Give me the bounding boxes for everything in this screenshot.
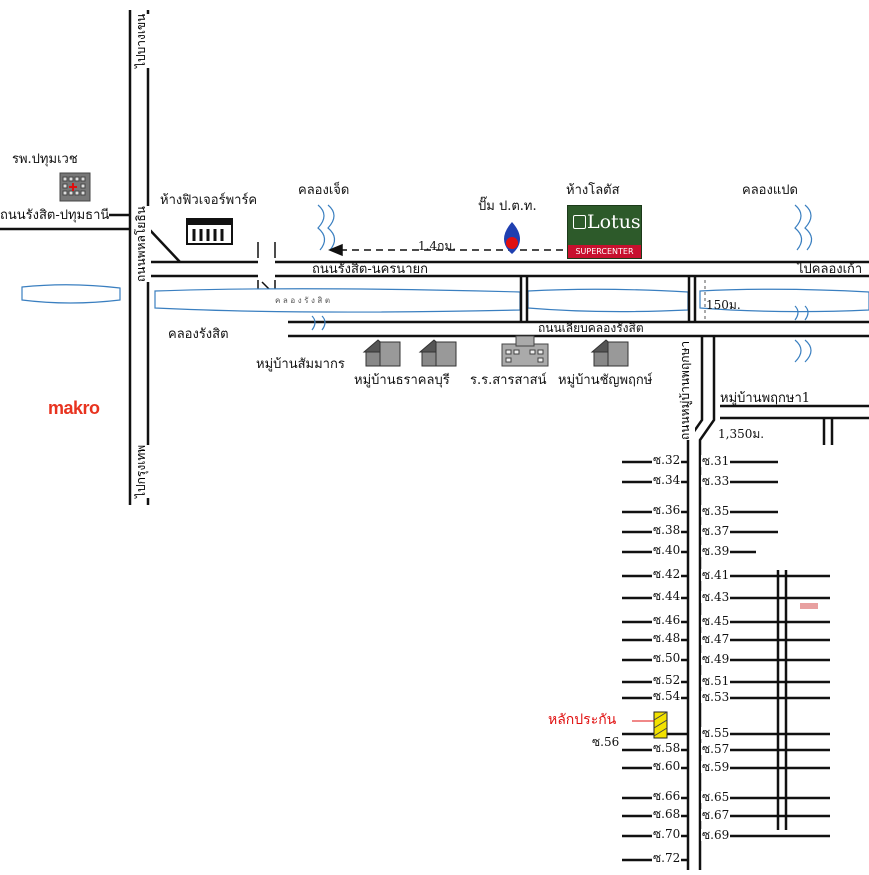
soi-label-right: ซ.33 bbox=[701, 474, 731, 488]
phruksa1-road bbox=[720, 404, 869, 445]
hospital-icon bbox=[59, 172, 91, 202]
ptt-pump-label: ปั๊ม ป.ต.ท. bbox=[478, 199, 537, 214]
soi-label-left: ซ.42 bbox=[652, 567, 682, 581]
hospital-label: รพ.ปทุมเวช bbox=[12, 152, 78, 167]
to-bangkok-label: ไปกรุงเทพ bbox=[132, 444, 151, 498]
rangsit-pathum-road-label: ถนนรังสิต-ปทุมธานี bbox=[0, 208, 110, 223]
school-label: ร.ร.สารสาสน์ bbox=[470, 373, 547, 388]
rangsit-nakhonnayok-road bbox=[148, 260, 869, 278]
ptt-pump-icon bbox=[504, 222, 520, 254]
village-sammakorn-label: หมู่บ้านสัมมากร bbox=[256, 357, 345, 372]
soi-label-right: ซ.39 bbox=[701, 544, 731, 558]
soi-label-right: ซ.67 bbox=[701, 808, 731, 822]
khlong-rangsit-label: คลองรังสิต bbox=[168, 327, 229, 342]
soi-label-left: ซ.48 bbox=[652, 631, 682, 645]
soi-label-left: ซ.44 bbox=[652, 589, 682, 603]
soi-label-left: ซ.70 bbox=[652, 827, 682, 841]
rangsit-nakhonnayok-road-label: ถนนรังสิต-นครนายก bbox=[312, 262, 428, 277]
future-park-label: ห้างฟิวเจอร์พาร์ค bbox=[160, 193, 258, 208]
east-lane bbox=[776, 570, 788, 830]
canal-side-road bbox=[288, 320, 869, 338]
canal-side-road-label: ถนนเลียบคลองรังสิต bbox=[538, 321, 644, 335]
khlong-squiggles bbox=[311, 204, 813, 363]
soi-label-left: ซ.58 bbox=[652, 741, 682, 755]
lotus-supercenter-logo: Lotus SUPERCENTER bbox=[567, 205, 642, 259]
soi-label-left: ซ.72 bbox=[652, 851, 682, 865]
soi-label-right: ซ.49 bbox=[701, 652, 731, 666]
to-khlong-9-label: ไปคลองเก้า bbox=[797, 262, 863, 277]
soi-56-label: ซ.56 bbox=[592, 735, 620, 749]
soi-label-right: ซ.53 bbox=[701, 690, 731, 704]
soi-label-left: ซ.50 bbox=[652, 651, 682, 665]
soi-label-left: ซ.38 bbox=[652, 523, 682, 537]
khlong-7-label: คลองเจ็ด bbox=[298, 183, 350, 198]
soi-label-right: ซ.57 bbox=[701, 742, 731, 756]
soi-label-right: ซ.55 bbox=[701, 726, 731, 740]
soi-label-left: ซ.40 bbox=[652, 543, 682, 557]
soi-label-right: ซ.45 bbox=[701, 614, 731, 628]
canal-text-label: ค ล อ ง รั ง สิ ต bbox=[275, 296, 331, 305]
soi-label-left: ซ.46 bbox=[652, 613, 682, 627]
distance-150m-label: 150ม. bbox=[706, 298, 741, 312]
lotus-logo-word: Lotus bbox=[587, 211, 641, 233]
khlong-8-label: คลองแปด bbox=[742, 183, 798, 198]
soi-label-right: ซ.69 bbox=[701, 828, 731, 842]
lotus-mark-icon bbox=[573, 215, 586, 229]
soi-label-left: ซ.34 bbox=[652, 473, 682, 487]
collateral-label: หลักประกัน bbox=[548, 712, 617, 728]
soi-label-right: ซ.65 bbox=[701, 790, 731, 804]
soi-label-left: ซ.68 bbox=[652, 807, 682, 821]
village-tharakanburi-label: หมู่บ้านธราคลบุรี bbox=[354, 373, 450, 388]
phruksa-road-label: ถนนหมู่บ้านพฤกษา bbox=[676, 340, 695, 440]
soi-label-right: ซ.51 bbox=[701, 674, 731, 688]
soi-label-right: ซ.35 bbox=[701, 504, 731, 518]
soi-label-left: ซ.54 bbox=[652, 689, 682, 703]
soi-label-right: ซ.37 bbox=[701, 524, 731, 538]
village-phruksa1-label: หมู่บ้านพฤกษา1 bbox=[720, 391, 811, 406]
soi-label-right: ซ.43 bbox=[701, 590, 731, 604]
soi-label-left: ซ.60 bbox=[652, 759, 682, 773]
future-park-building-icon bbox=[186, 218, 233, 245]
soi-label-left: ซ.66 bbox=[652, 789, 682, 803]
phruksa-road bbox=[686, 336, 716, 870]
future-park-access bbox=[147, 227, 181, 263]
lotus-logo-bar: SUPERCENTER bbox=[568, 245, 641, 258]
school-building-icon bbox=[501, 335, 549, 367]
pink-marker bbox=[800, 603, 818, 609]
phahonyothin-road-label: ถนนพหลโยธิน bbox=[132, 206, 151, 282]
distance-1350m-label: 1,350ม. bbox=[718, 427, 765, 441]
makro-logo: makro bbox=[48, 398, 100, 418]
distance-1-4km-label: 1.4กม. bbox=[418, 239, 457, 253]
soi-label-right: ซ.41 bbox=[701, 568, 731, 582]
soi-label-right: ซ.47 bbox=[701, 632, 731, 646]
soi-label-left: ซ.36 bbox=[652, 503, 682, 517]
soi-label-left: ซ.52 bbox=[652, 673, 682, 687]
soi-label-right: ซ.59 bbox=[701, 760, 731, 774]
soi-label-right: ซ.31 bbox=[701, 454, 731, 468]
soi-label-left: ซ.32 bbox=[652, 453, 682, 467]
canal-bridges bbox=[519, 276, 697, 322]
village-chanphruk-label: หมู่บ้านชัญพฤกษ์ bbox=[558, 373, 653, 388]
lotus-store-label: ห้างโลตัส bbox=[566, 183, 620, 198]
house-icon bbox=[362, 339, 629, 367]
to-bangkhen-label: ไปบางเขน bbox=[132, 13, 151, 68]
